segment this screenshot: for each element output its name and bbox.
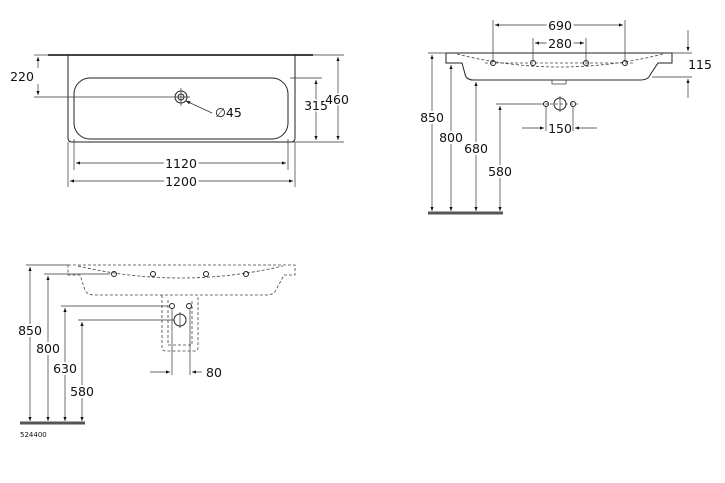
dim-850: 850 [18,323,42,338]
product-code: 524400 [20,431,47,439]
drain-icon [172,88,190,106]
basin-bowl [73,77,289,140]
dim-630: 630 [53,361,77,376]
dim-150: 150 [548,121,572,136]
basin-profile [67,264,296,296]
dim-80: 80 [206,365,222,380]
basin-outline [67,55,296,143]
dim-800: 800 [36,341,60,356]
dim-1200: 1200 [165,174,197,189]
tap-holes [485,60,633,66]
dim-680: 680 [464,141,488,156]
dim-220: 220 [10,69,34,84]
dim-drain-diameter: ∅45 [215,105,242,120]
tap-holes [111,271,249,277]
top-view: 220 ∅45 315 460 1120 1200 [10,54,350,192]
basin-profile [445,52,673,81]
supply-connections [540,96,580,112]
dim-315: 315 [304,98,328,113]
dim-580: 580 [70,384,94,399]
dim-115: 115 [688,57,712,72]
front-view: 80 850 800 630 580 524400 [16,264,296,439]
semi-pedestal [161,295,199,352]
dim-850: 850 [420,110,444,125]
dim-460: 460 [325,92,349,107]
supply-connections [169,303,192,328]
dim-280: 280 [548,36,572,51]
dim-1120: 1120 [165,156,197,171]
dim-690: 690 [548,18,572,33]
side-view: 690 280 115 150 850 800 680 580 [418,16,712,215]
dim-800: 800 [439,130,463,145]
dim-580: 580 [488,164,512,179]
